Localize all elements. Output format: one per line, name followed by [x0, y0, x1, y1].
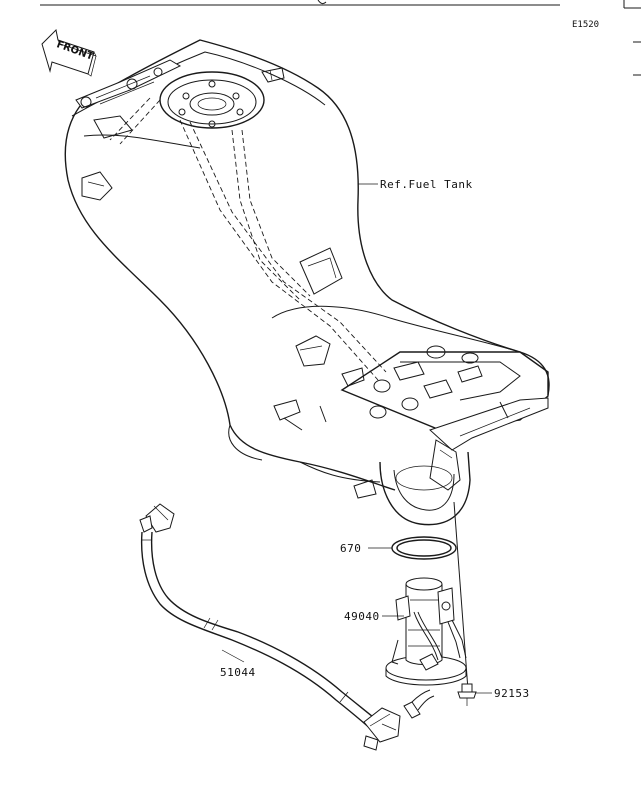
o-ring-label: 670 [340, 542, 361, 555]
bolt [457, 683, 477, 706]
fuel-pump-label: 49040 [344, 610, 380, 623]
fuel-pump [385, 501, 469, 719]
o-ring [391, 536, 457, 560]
front-arrow-icon: FRONT [41, 28, 97, 77]
fuel-tank-ref-label: Ref.Fuel Tank [380, 178, 473, 191]
diagram-code: E1520 [572, 20, 599, 30]
fuel-hose [139, 503, 401, 751]
header-frame [40, 0, 641, 76]
bolt-label: 92153 [494, 687, 530, 700]
fuel-hose-label: 51044 [220, 666, 256, 679]
fuel-hose-leader [221, 649, 245, 663]
fuel-tank [64, 39, 550, 526]
